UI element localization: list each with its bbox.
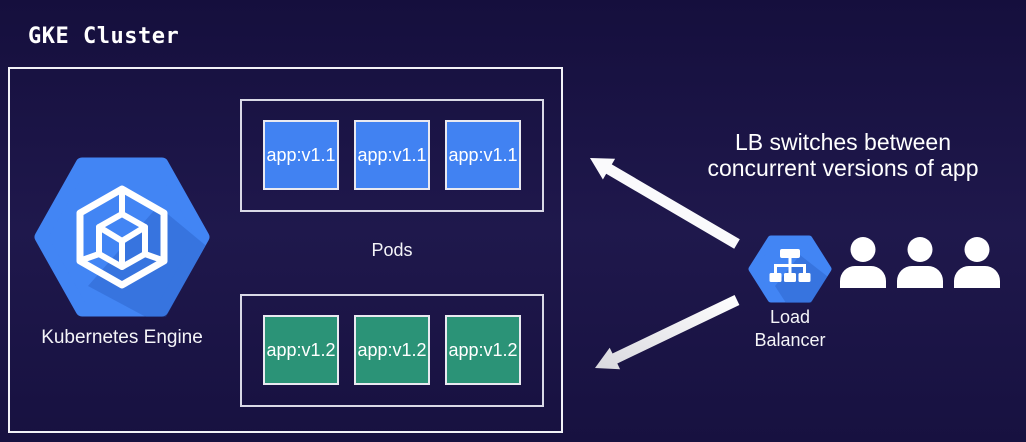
pod-box-v2: app:v1.2 [445,315,521,385]
lb-annotation: LB switches between concurrent versions … [660,129,1026,181]
gke-cluster-box: Kubernetes Engine app:v1.1 app:v1.1 app:… [8,67,563,433]
users-group [840,237,1000,288]
user-icon [954,237,1000,288]
kubernetes-engine-icon [34,157,210,317]
arrow-to-v2-icon [595,295,740,370]
load-balancer-label-line1: Load [769,307,811,327]
pods-group-v1: app:v1.1 app:v1.1 app:v1.1 [240,99,544,212]
page-title: GKE Cluster [28,24,180,49]
user-icon [840,237,886,288]
pods-group-v2: app:v1.2 app:v1.2 app:v1.2 [240,294,544,407]
user-icon [897,237,943,288]
pod-box-v1: app:v1.1 [263,120,339,190]
load-balancer-icon [748,235,832,303]
lb-annotation-line1: LB switches between [734,129,952,155]
pod-box-v2: app:v1.2 [354,315,430,385]
kubernetes-engine: Kubernetes Engine [34,157,210,349]
load-balancer-label-line2: Balancer [754,330,826,350]
network-tree-glyph [769,249,811,282]
kubernetes-engine-label: Kubernetes Engine [41,327,203,348]
pod-box-v1: app:v1.1 [445,120,521,190]
pod-box-v2: app:v1.2 [263,315,339,385]
pods-label: Pods [371,240,413,260]
pod-box-v1: app:v1.1 [354,120,430,190]
load-balancer: Load Balancer [748,235,832,350]
lb-annotation-line2: concurrent versions of app [707,155,979,181]
load-balancer-label: Load Balancer [730,306,850,352]
